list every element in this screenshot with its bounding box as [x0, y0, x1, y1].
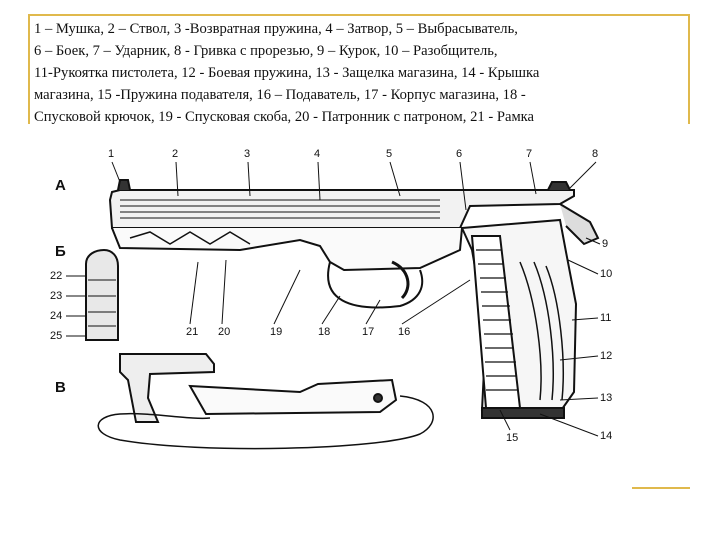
section-label-a: А: [55, 177, 66, 194]
frame-border-bottom: [632, 487, 690, 489]
holster-stock: [97, 353, 434, 450]
frame-border-right: [688, 14, 690, 124]
frame-border-top: [30, 14, 690, 16]
caption-line: магазина, 15 -Пружина подавателя, 16 – П…: [34, 87, 526, 103]
cartridge-cutaway: [85, 248, 119, 341]
caption-line: 11-Рукоятка пистолета, 12 - Боевая пружи…: [34, 65, 540, 81]
section-label-v: В: [55, 379, 66, 396]
caption-line: Спусковой крючок, 19 - Спусковая скоба, …: [34, 109, 535, 125]
caption-line: 1 – Мушка, 2 – Ствол, 3 -Возвратная пруж…: [34, 21, 518, 37]
caption-line: 6 – Боек, 7 – Ударник, 8 - Гривка с прор…: [34, 43, 498, 59]
frame-border-left: [28, 14, 30, 124]
section-label-b: Б: [55, 243, 66, 260]
pistol-cutaway: [108, 179, 600, 419]
caption-legend: 1 – Мушка, 2 – Ствол, 3 -Возвратная пруж…: [34, 18, 674, 128]
